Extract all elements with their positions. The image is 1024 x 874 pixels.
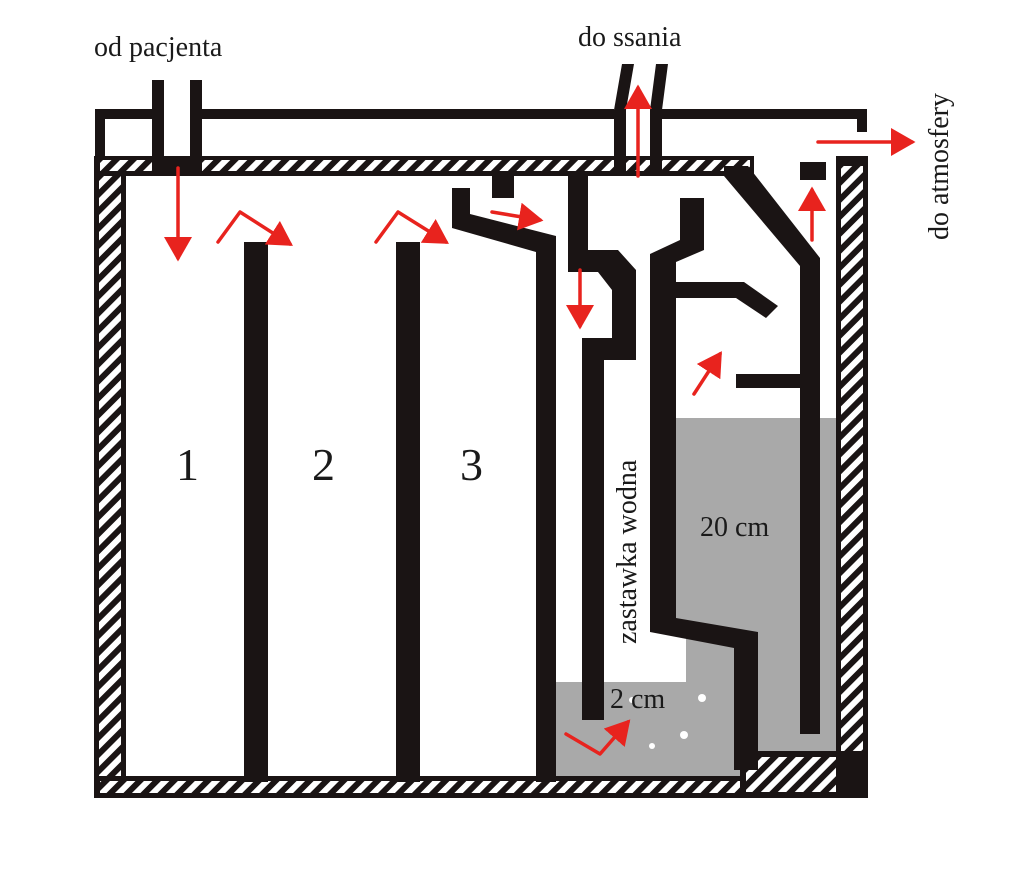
label-from-patient: od pacjenta xyxy=(94,32,223,63)
label-seal-depth: 2 cm xyxy=(610,684,665,715)
inlet-tube xyxy=(152,80,202,176)
air-bubbles xyxy=(629,694,706,749)
atmosphere-vent xyxy=(724,166,820,734)
suction-control-column xyxy=(650,198,758,770)
shelf xyxy=(736,374,804,388)
label-chamber-3: 3 xyxy=(460,439,483,490)
arrow-rise xyxy=(692,351,722,396)
arrow-bubble xyxy=(564,719,631,756)
label-water-seal: zastawka wodna xyxy=(612,459,643,644)
label-chamber-2: 2 xyxy=(312,439,335,490)
water-seal-tube xyxy=(568,176,636,720)
arrow-chamber2-3 xyxy=(374,210,449,244)
divider-1-2 xyxy=(244,242,268,782)
label-chamber-1: 1 xyxy=(176,439,199,490)
vent-stub xyxy=(800,162,826,180)
label-suction-depth: 20 cm xyxy=(700,512,769,543)
divider-2-3 xyxy=(396,242,420,782)
baffle xyxy=(676,282,778,318)
chamber3-outlet xyxy=(452,172,556,782)
outer-walls xyxy=(94,156,868,798)
label-to-atmosphere: do atmosfery xyxy=(924,93,955,240)
top-lid xyxy=(95,109,867,160)
arrow-outlet xyxy=(490,202,544,231)
suction-control-water xyxy=(752,418,836,751)
arrow-chamber1-2 xyxy=(216,210,293,246)
flow-arrows xyxy=(164,84,916,756)
label-to-suction: do ssania xyxy=(578,22,682,53)
